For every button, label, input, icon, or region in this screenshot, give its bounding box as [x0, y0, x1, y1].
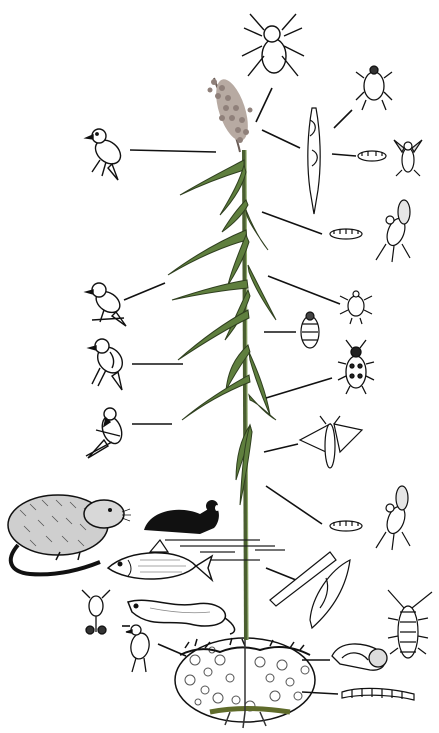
sedge-warbler-icon	[89, 339, 127, 390]
reed-bunting-icon	[86, 283, 126, 326]
reed-leaves	[168, 160, 276, 505]
gall-fly-larva-icon	[358, 151, 386, 161]
soil-root-zone	[175, 638, 315, 728]
moth-larva-icon	[330, 521, 362, 531]
water-rail-icon	[126, 625, 151, 672]
wainscot-moth-icon	[300, 416, 362, 468]
ground-beetle-icon	[338, 340, 374, 394]
bearded-tit-icon	[86, 408, 125, 458]
wolf-spider-icon	[242, 14, 304, 76]
midge-larva-icon	[342, 688, 414, 700]
water-vole-icon	[8, 495, 131, 574]
gall-fly-adult-icon	[394, 140, 422, 176]
aphid-icon	[340, 291, 372, 324]
reed-warbler-top-icon	[86, 129, 125, 180]
ichneumon-wasp-icon	[376, 200, 410, 262]
pond-snail-icon	[332, 644, 387, 670]
gall-mite-icon	[356, 66, 392, 110]
water-slater-icon	[388, 590, 432, 658]
coot-icon	[144, 500, 219, 534]
eel-icon	[128, 600, 235, 634]
water-flea-icon	[82, 590, 110, 634]
leafhopper-icon	[301, 312, 319, 348]
rhizome-larva-pupa-icon	[270, 552, 350, 628]
reed-stem	[244, 150, 248, 640]
reed-panicle	[208, 76, 255, 152]
stem-larva-icon	[330, 229, 362, 239]
parasitic-wasp-icon	[376, 486, 410, 550]
stem-gall-icon	[308, 108, 320, 214]
